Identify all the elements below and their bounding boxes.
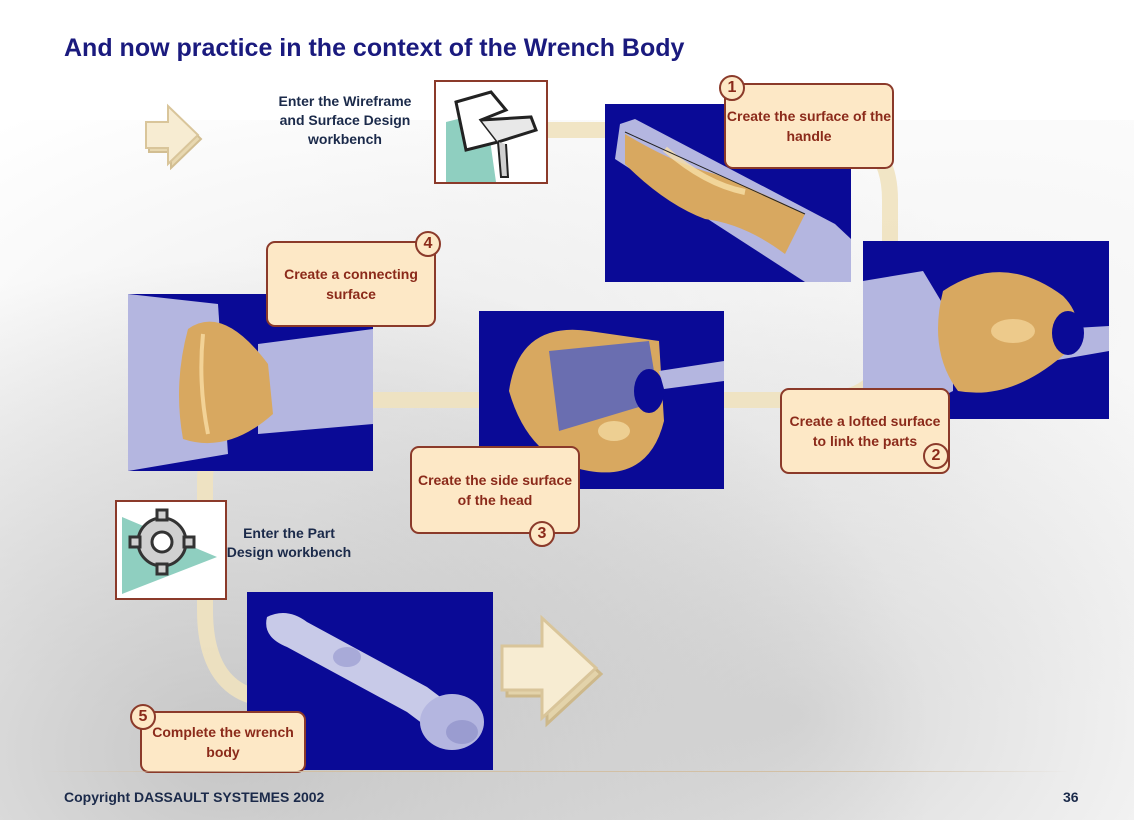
footer-divider: [40, 771, 1070, 772]
step-1-box: Create the surface of the handle: [724, 83, 894, 169]
handle-surface-viewport: [605, 104, 851, 282]
step-5-badge: 5: [130, 704, 156, 730]
step-3-badge: 3: [529, 521, 555, 547]
step-2-badge: 2: [923, 443, 949, 469]
step-2-box: Create a lofted surface to link the part…: [780, 388, 950, 474]
part-design-workbench-label: Enter the Part Design workbench: [226, 525, 352, 560]
step-4-badge: 4: [415, 231, 441, 257]
arrow-bullet-icon: [500, 614, 604, 728]
step-1-label: Create the surface of the handle: [726, 108, 892, 144]
step-4-label: Create a connecting surface: [284, 266, 418, 302]
step-5-label: Complete the wrench body: [152, 724, 294, 760]
part-design-workbench-icon: [122, 508, 217, 594]
step-3-label: Create the side surface of the head: [417, 472, 573, 508]
step-1-badge: 1: [719, 75, 745, 101]
arrow-bullet-icon: [145, 103, 203, 170]
wireframe-workbench-icon: [446, 90, 538, 182]
copyright-text: Copyright DASSAULT SYSTEMES 2002: [64, 789, 325, 805]
step-3-box: Create the side surface of the head: [410, 446, 580, 534]
wireframe-workbench-button[interactable]: [434, 80, 548, 184]
wireframe-workbench-label: Enter the Wireframe and Surface Design w…: [278, 93, 412, 147]
step-5-box: Complete the wrench body: [140, 711, 306, 773]
step-4-box: Create a connecting surface: [266, 241, 436, 327]
part-design-workbench-button[interactable]: [115, 500, 227, 600]
page-number: 36: [1063, 789, 1079, 805]
step-2-label: Create a lofted surface to link the part…: [789, 413, 941, 449]
page-title: And now practice in the context of the W…: [64, 34, 685, 62]
